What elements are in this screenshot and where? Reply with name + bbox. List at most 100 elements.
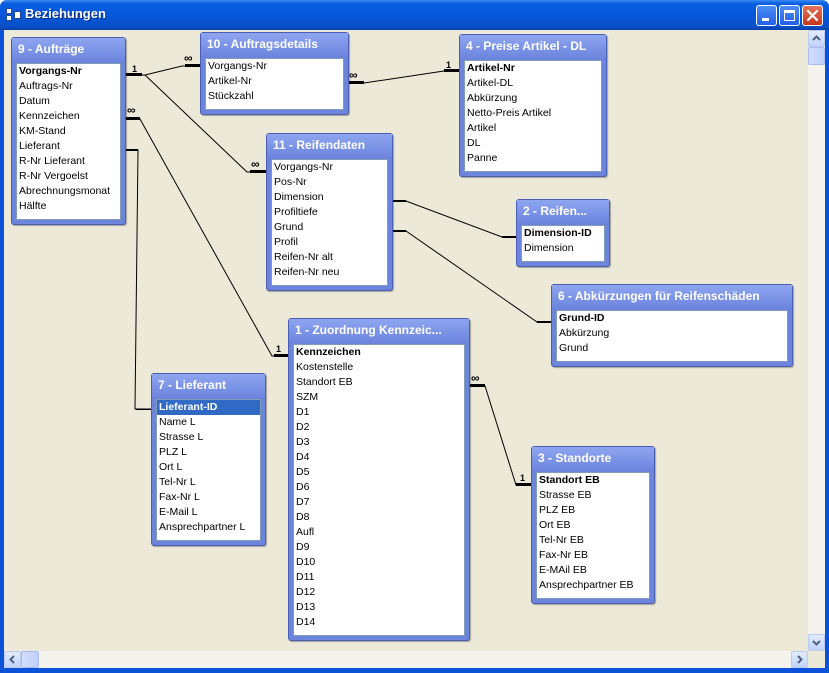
relationships-canvas[interactable]: 1 ∞ ∞ ∞ 1 ∞ 1 ∞ 1 9 - Aufträge Vorgangs-… (4, 30, 808, 651)
table-title[interactable]: 6 - Abkürzungen für Reifenschäden (552, 285, 792, 310)
field[interactable]: Reifen-Nr neu (274, 266, 340, 278)
field-primary-key[interactable]: Standort EB (539, 474, 600, 486)
field[interactable]: R-Nr Vergoelst (19, 170, 88, 182)
field[interactable]: Artikel-Nr (208, 75, 252, 87)
field[interactable]: E-MAil EB (539, 564, 587, 576)
field[interactable]: PLZ EB (539, 504, 576, 516)
field[interactable]: Pos-Nr (274, 176, 307, 188)
field[interactable]: Name L (159, 416, 196, 428)
field[interactable]: E-Mail L (159, 506, 198, 518)
field[interactable]: Vorgangs-Nr (208, 60, 267, 72)
field-primary-key-selected[interactable]: Lieferant-ID (157, 400, 260, 415)
field[interactable]: Abkürzung (559, 327, 610, 339)
field[interactable]: Aufl (296, 526, 315, 538)
field[interactable]: Artikel-DL (467, 77, 514, 89)
field[interactable]: Datum (19, 95, 50, 107)
field[interactable]: Panne (467, 152, 498, 164)
field-primary-key[interactable]: Dimension-ID (524, 227, 592, 239)
field[interactable]: Grund (559, 342, 589, 354)
table-reifendaten[interactable]: 11 - Reifendaten Vorgangs-Nr Pos-Nr Dime… (266, 133, 393, 291)
field[interactable]: Kostenstelle (296, 361, 354, 373)
field[interactable]: D10 (296, 556, 316, 568)
relation-line-reifendaten-reifen[interactable] (392, 200, 516, 238)
field-list[interactable]: Vorgangs-Nr Pos-Nr Dimension Profiltiefe… (271, 159, 388, 286)
table-reifen[interactable]: 2 - Reifen... Dimension-ID Dimension (516, 199, 610, 267)
relation-line-auftraege-zuordnung[interactable] (124, 118, 288, 357)
scroll-down-button[interactable] (808, 634, 825, 651)
field-list[interactable]: Vorgangs-Nr Artikel-Nr Stückzahl (205, 58, 344, 110)
table-auftraege[interactable]: 9 - Aufträge Vorgangs-Nr Auftrags-Nr Dat… (11, 37, 126, 225)
field-list[interactable]: Dimension-ID Dimension (521, 225, 605, 262)
field[interactable]: D7 (296, 496, 310, 508)
field[interactable]: D12 (296, 586, 316, 598)
field-primary-key[interactable]: Artikel-Nr (467, 62, 515, 74)
field[interactable]: D3 (296, 436, 310, 448)
field[interactable]: Ort L (159, 461, 183, 473)
field[interactable]: Lieferant (19, 140, 60, 152)
size-grip[interactable] (808, 651, 825, 668)
field[interactable]: Hälfte (19, 200, 47, 212)
field[interactable]: D4 (296, 451, 310, 463)
field-list[interactable]: Artikel-Nr Artikel-DL Abkürzung Netto-Pr… (464, 60, 602, 172)
field[interactable]: D9 (296, 541, 310, 553)
table-title[interactable]: 7 - Lieferant (152, 374, 265, 399)
field[interactable]: Abkürzung (467, 92, 518, 104)
table-standorte[interactable]: 3 - Standorte Standort EB Strasse EB PLZ… (531, 446, 655, 604)
relation-line-auftraege-lieferant[interactable] (124, 149, 151, 410)
field[interactable]: Standort EB (296, 376, 353, 388)
horizontal-scroll-thumb[interactable] (21, 651, 39, 668)
table-title[interactable]: 10 - Auftragsdetails (201, 33, 348, 58)
field[interactable]: Ort EB (539, 519, 571, 531)
field[interactable]: Grund (274, 221, 304, 233)
table-title[interactable]: 2 - Reifen... (517, 200, 609, 225)
maximize-button[interactable] (779, 5, 800, 26)
field[interactable]: Artikel (467, 122, 497, 134)
field-primary-key[interactable]: Vorgangs-Nr (19, 65, 82, 77)
field[interactable]: Strasse EB (539, 489, 592, 501)
close-button[interactable] (802, 5, 823, 26)
table-preise-artikel-dl[interactable]: 4 - Preise Artikel - DL Artikel-Nr Artik… (459, 34, 607, 177)
relation-line-zuordnung-standorte[interactable] (470, 385, 531, 486)
field[interactable]: Tel-Nr L (159, 476, 196, 488)
relation-line-auftragsdetails-preise[interactable] (349, 70, 459, 84)
field-list[interactable]: Lieferant-ID Name L Strasse L PLZ L Ort … (156, 399, 261, 541)
table-title[interactable]: 11 - Reifendaten (267, 134, 392, 159)
field[interactable]: D8 (296, 511, 310, 523)
field-list[interactable]: Kennzeichen Kostenstelle Standort EB SZM… (293, 344, 465, 636)
field[interactable]: Auftrags-Nr (19, 80, 73, 92)
field[interactable]: Abrechnungsmonat (19, 185, 111, 197)
field[interactable]: D5 (296, 466, 310, 478)
field[interactable]: Dimension (524, 242, 574, 254)
field[interactable]: Profil (274, 236, 298, 248)
table-title[interactable]: 3 - Standorte (532, 447, 654, 472)
field[interactable]: Fax-Nr EB (539, 549, 589, 561)
table-abkuerzungen-reifenschaeden[interactable]: 6 - Abkürzungen für Reifenschäden Grund-… (551, 284, 793, 367)
field[interactable]: Reifen-Nr alt (274, 251, 333, 263)
field[interactable]: KM-Stand (19, 125, 66, 137)
field[interactable]: Netto-Preis Artikel (467, 107, 552, 119)
field[interactable]: Dimension (274, 191, 324, 203)
scroll-up-button[interactable] (808, 30, 825, 47)
field-primary-key[interactable]: Grund-ID (559, 312, 605, 324)
title-bar[interactable]: Beziehungen (0, 0, 829, 30)
field[interactable]: D14 (296, 616, 316, 628)
field[interactable]: D13 (296, 601, 316, 613)
field[interactable]: D11 (296, 571, 315, 583)
field[interactable]: SZM (296, 391, 319, 403)
field[interactable]: Vorgangs-Nr (274, 161, 333, 173)
field[interactable]: Strasse L (159, 431, 204, 443)
table-title[interactable]: 9 - Aufträge (12, 38, 125, 63)
table-title[interactable]: 1 - Zuordnung Kennzeic... (289, 319, 469, 344)
field[interactable]: Profiltiefe (274, 206, 318, 218)
field[interactable]: PLZ L (159, 446, 188, 458)
field[interactable]: R-Nr Lieferant (19, 155, 85, 167)
vertical-scroll-thumb[interactable] (808, 47, 825, 65)
field-list[interactable]: Standort EB Strasse EB PLZ EB Ort EB Tel… (536, 472, 650, 599)
horizontal-scrollbar[interactable] (4, 651, 808, 668)
field[interactable]: D1 (296, 406, 310, 418)
field[interactable]: D2 (296, 421, 310, 433)
field-list[interactable]: Vorgangs-Nr Auftrags-Nr Datum Kennzeiche… (16, 63, 121, 220)
field[interactable]: Stückzahl (208, 90, 254, 102)
field[interactable]: Fax-Nr L (159, 491, 200, 503)
table-auftragsdetails[interactable]: 10 - Auftragsdetails Vorgangs-Nr Artikel… (200, 32, 349, 115)
